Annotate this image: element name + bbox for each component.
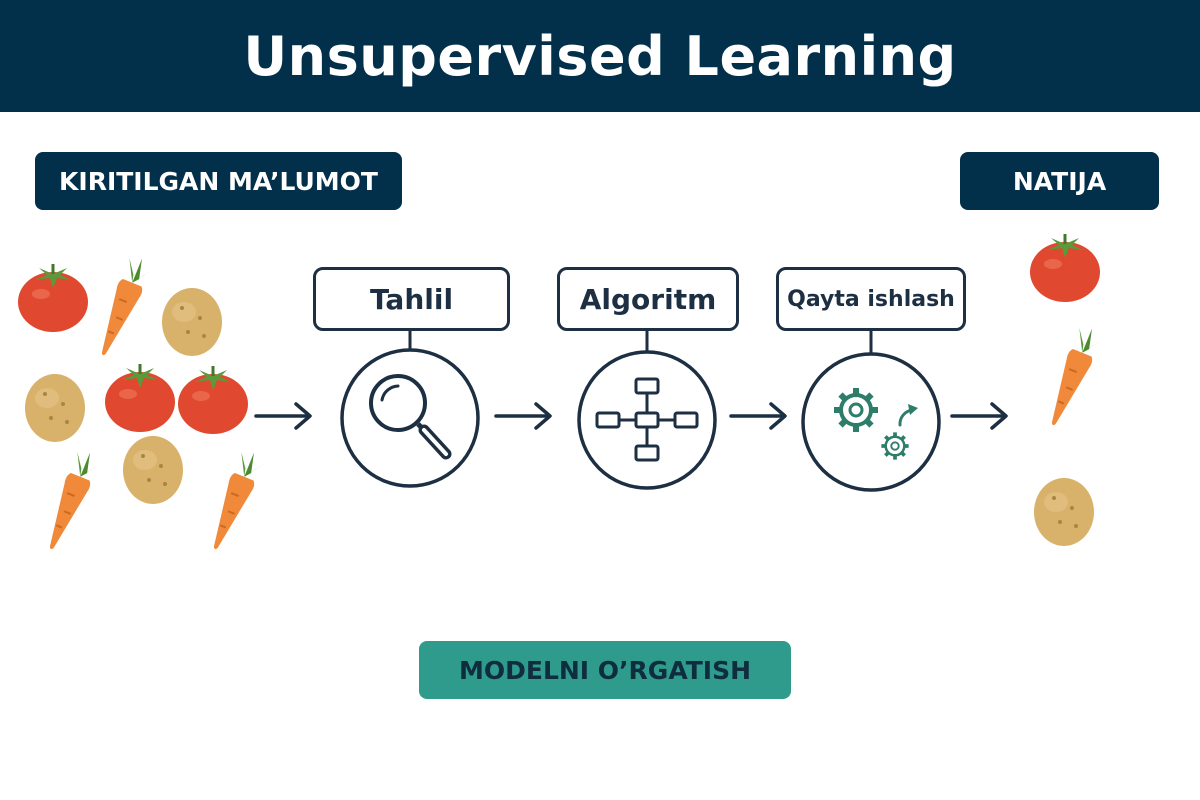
tomato-icon (18, 264, 88, 332)
potato-icon (25, 374, 85, 442)
flowchart-icon (595, 377, 699, 462)
tomato-icon (178, 366, 248, 434)
output-result-badge: NATIJA (960, 152, 1159, 210)
step-analysis-node (340, 348, 480, 488)
carrot-icon (38, 446, 104, 556)
magnifier-icon (369, 374, 452, 460)
potato-icon (123, 436, 183, 504)
step-label-analysis: Tahlil (313, 267, 510, 331)
potato-icon (1034, 478, 1094, 546)
header-bar: Unsupervised Learning (0, 0, 1200, 112)
tomato-icon (105, 364, 175, 432)
potato-icon (162, 288, 222, 356)
model-training-badge: MODELNI O’RGATISH (419, 641, 791, 699)
step-label-processing: Qayta ishlash (776, 267, 966, 331)
tomato-icon (1030, 234, 1100, 302)
step-algorithm-node (577, 350, 717, 490)
carrot-icon (202, 446, 268, 556)
arrow-icon (494, 402, 552, 430)
step-label-algorithm: Algoritm (557, 267, 739, 331)
carrot-icon (90, 252, 156, 362)
page-title: Unsupervised Learning (243, 24, 957, 88)
input-data-badge: KIRITILGAN MA’LUMOT (35, 152, 402, 210)
arrow-icon (729, 402, 787, 430)
gears-icon (834, 388, 918, 462)
arrow-icon (950, 402, 1008, 430)
carrot-icon (1040, 322, 1106, 432)
output-vegetables (1030, 234, 1106, 546)
input-vegetables (18, 252, 268, 556)
arrow-icon (254, 402, 312, 430)
step-processing-node (801, 352, 941, 492)
